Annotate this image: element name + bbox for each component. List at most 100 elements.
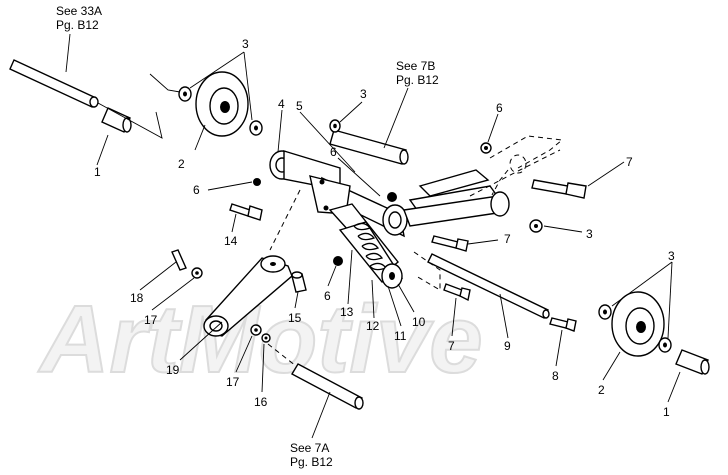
callout-6-left: 6 <box>193 183 200 197</box>
dashed-guide-lower <box>267 343 297 367</box>
callout-3-upper: 3 <box>242 37 249 51</box>
callout-1-left: 1 <box>94 165 101 179</box>
leader-6-left <box>207 181 253 191</box>
washer-3-mid <box>329 119 341 133</box>
leader-15 <box>294 291 299 309</box>
callout-3-lower: 3 <box>668 249 675 263</box>
leader-19 <box>179 321 223 361</box>
callout-14: 14 <box>224 234 238 248</box>
leader-17-upper <box>151 277 195 311</box>
callout-15: 15 <box>288 311 302 325</box>
leader-3a-2 <box>243 51 253 121</box>
leader-17-lower <box>235 335 253 373</box>
leader-4 <box>277 109 283 153</box>
wheel-2-lower <box>611 291 665 357</box>
axle-9 <box>427 253 550 319</box>
leader-18 <box>139 261 177 291</box>
leader-11 <box>387 285 402 327</box>
dashed-guide-left <box>269 189 301 251</box>
leader-3b <box>339 101 363 123</box>
nut-16 <box>261 333 271 343</box>
pin-lower <box>291 363 364 410</box>
bolt-7-mid <box>431 235 469 252</box>
nut-6-left <box>253 178 261 186</box>
nut-6-lower <box>333 256 343 266</box>
callout-17-lower: 17 <box>226 375 240 389</box>
washer-3-upper-a <box>178 86 192 102</box>
leader-rod <box>97 102 163 139</box>
shock-assembly <box>328 203 404 289</box>
bolt-7-upper-right <box>531 179 587 199</box>
leader-3-lr-1 <box>611 261 673 307</box>
ref-bottom-line2: Pg. B12 <box>290 455 333 469</box>
washer-17-lower <box>250 324 262 336</box>
leader-13 <box>347 249 353 305</box>
callout-6-mid: 6 <box>330 145 337 159</box>
callout-19: 19 <box>166 363 180 377</box>
leader-8 <box>555 329 563 367</box>
spacer-1-left <box>101 107 132 133</box>
ref-topleft-line2: Pg. B12 <box>56 18 99 32</box>
dashed-frame <box>413 251 441 291</box>
bolt-7-lower <box>443 283 471 302</box>
callout-7-upper-right: 7 <box>626 155 633 169</box>
spacer-1-right <box>675 349 710 375</box>
callout-17-upper: 17 <box>144 313 158 327</box>
ref-topleft-line1: See 33A <box>56 4 102 18</box>
callout-12: 12 <box>366 319 380 333</box>
callout-10: 10 <box>412 315 426 329</box>
washer-17-upper <box>191 267 203 279</box>
callout-7-lower: 7 <box>448 339 455 353</box>
link-19 <box>203 255 293 337</box>
washer-3-lower-a <box>598 304 612 320</box>
washer-3-lower-b <box>658 337 672 353</box>
pin-upper-mid <box>329 129 409 165</box>
callout-2-lower: 2 <box>598 383 605 397</box>
callout-5: 5 <box>296 99 303 113</box>
washer-3-right-mid <box>529 219 543 233</box>
leader-3-rm <box>543 225 583 233</box>
callout-9: 9 <box>504 339 511 353</box>
leader-3-lr-2 <box>667 261 673 339</box>
bolt-14 <box>229 203 263 221</box>
leader-14 <box>231 213 237 233</box>
leader-7b <box>383 87 409 149</box>
callout-1-right: 1 <box>663 405 670 419</box>
washer-3-upper-b <box>249 120 263 136</box>
leader-6-lower <box>327 265 337 287</box>
leader-1a <box>96 134 109 166</box>
leader-9 <box>499 293 509 339</box>
leader-10 <box>397 283 415 313</box>
leader-7a <box>311 391 331 439</box>
callout-11: 11 <box>394 329 407 343</box>
callout-8: 8 <box>552 369 559 383</box>
callout-6-lower: 6 <box>324 289 331 303</box>
callout-16: 16 <box>254 395 268 409</box>
leader-5 <box>299 111 356 173</box>
leader-6-mid <box>337 157 381 197</box>
callout-3-mid: 3 <box>360 87 367 101</box>
leader-6-ur <box>487 113 499 143</box>
wheel-2-upper <box>195 71 249 137</box>
leader-16 <box>261 343 265 393</box>
nut-6-mid <box>387 192 397 202</box>
callout-13: 13 <box>340 305 354 319</box>
callout-4: 4 <box>278 97 285 111</box>
callout-7-mid: 7 <box>504 232 511 246</box>
bolt-8 <box>549 317 577 332</box>
callout-2-upper: 2 <box>178 157 185 171</box>
leader-2a <box>194 124 206 151</box>
leader-1-lr <box>667 371 681 403</box>
bolt-18 <box>171 249 187 271</box>
nut-6-upper-right <box>480 142 492 154</box>
leader-3a-1 <box>189 51 245 89</box>
leader-7-mid <box>467 239 499 245</box>
callout-6-upper-right: 6 <box>496 101 503 115</box>
ref-topmid-line2: Pg. B12 <box>396 73 439 87</box>
leader-12 <box>371 279 375 319</box>
leader-33a <box>65 33 71 73</box>
spacer-15 <box>291 271 307 293</box>
dashed-bracket <box>469 135 564 197</box>
